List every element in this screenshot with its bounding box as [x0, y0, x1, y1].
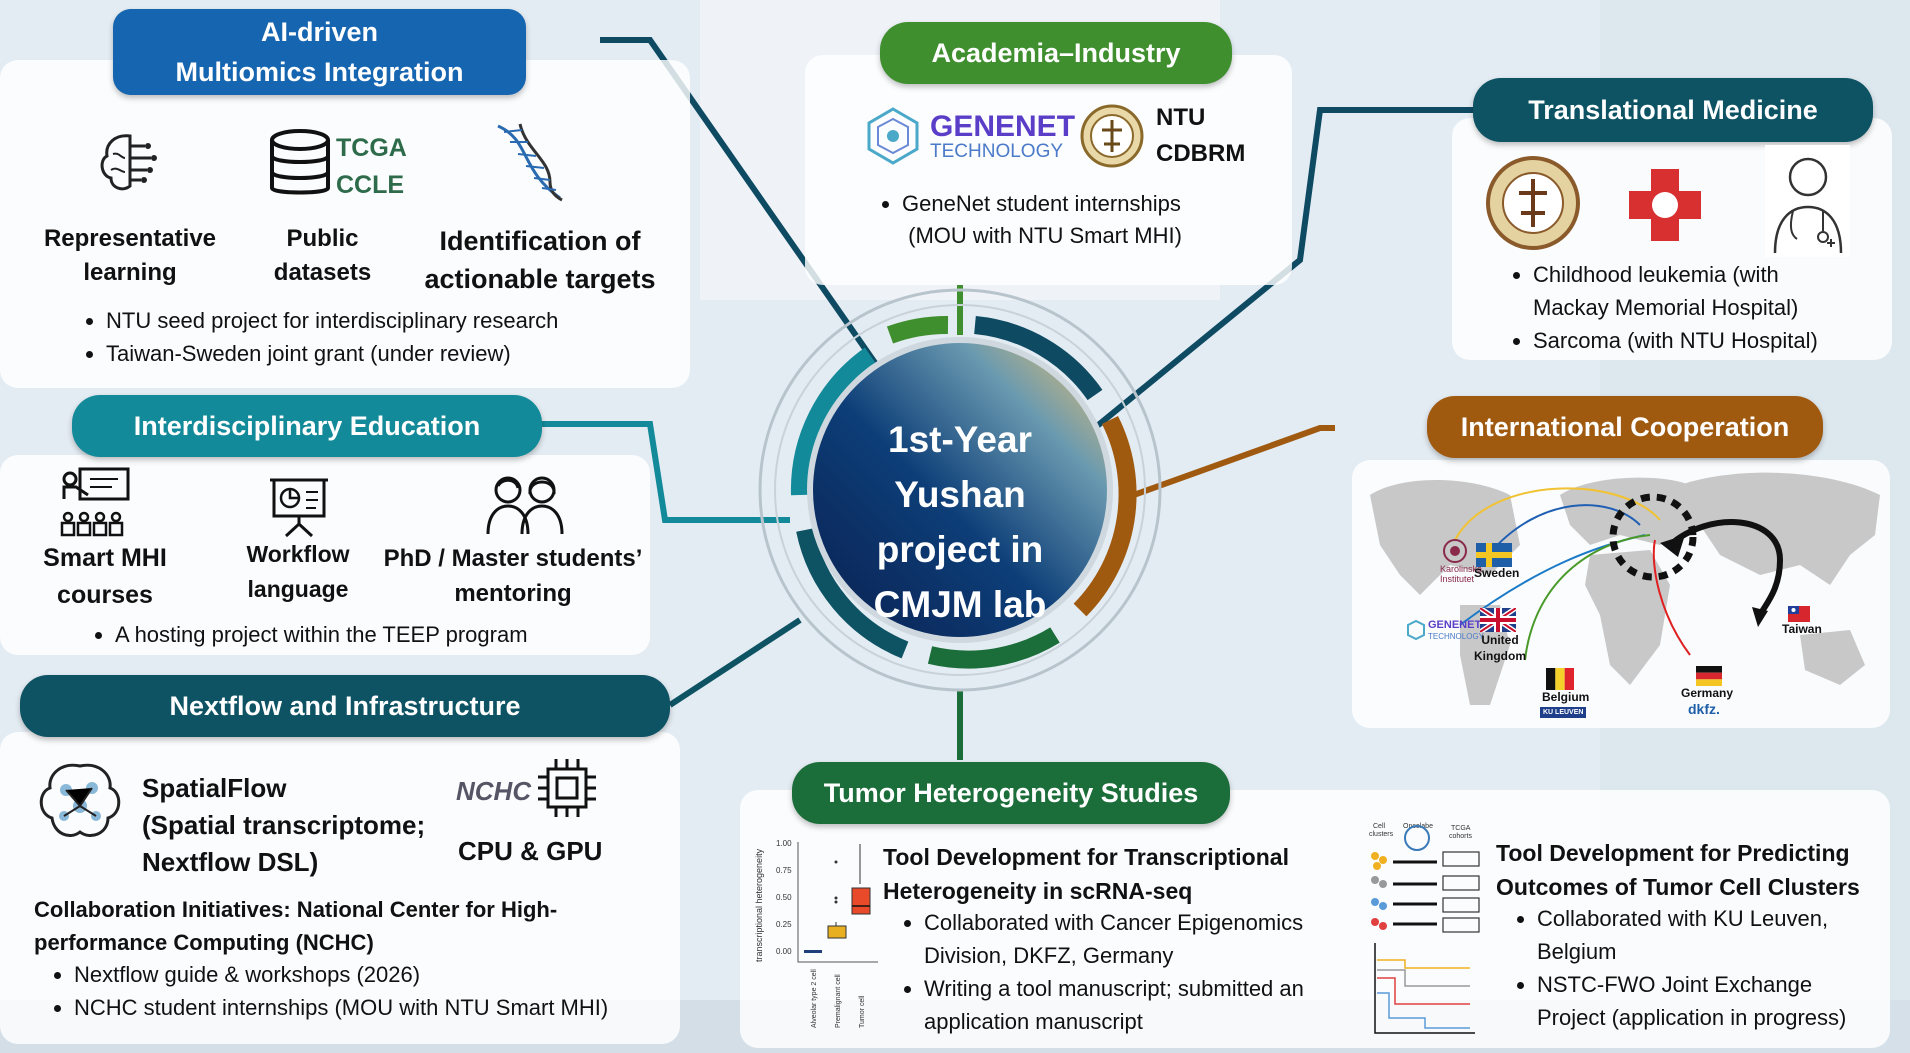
genenet-logo-icon: [867, 107, 919, 165]
svg-text:clusters: clusters: [1369, 831, 1394, 838]
brain-circuit-icon: [100, 134, 157, 191]
taiwan-flag: [1788, 606, 1810, 622]
nextflow-collab: Collaboration Initiatives: National Cent…: [34, 897, 558, 955]
tumor-panel: [740, 790, 1890, 1048]
svg-text:Alveolar type 2 cell: Alveolar type 2 cell: [811, 969, 818, 1028]
outcome-prediction-figure: Cell clusters Oncolabe TCGA cohorts: [1369, 823, 1480, 1034]
boxplot-figure: transcriptional heterogeneity 1.00 0.75 …: [754, 839, 878, 1028]
svg-text:0.25: 0.25: [776, 920, 792, 929]
ntu-seal-icon: [1080, 104, 1144, 168]
ntu-hospital-seal-icon: [1486, 156, 1580, 250]
germany-flag: [1696, 666, 1722, 686]
dkfz-logo: dkfz.: [1688, 701, 1720, 717]
academia-title: Academia–Industry: [880, 22, 1232, 84]
genenet-map-logo-icon: [1407, 620, 1425, 640]
translational-title: Translational Medicine: [1473, 78, 1873, 142]
presentation-chart-icon: [270, 478, 328, 538]
svg-text:Premalignant cell: Premalignant cell: [835, 974, 842, 1028]
academia-bullets: GeneNet student internships (MOU with NT…: [876, 188, 1182, 252]
svg-text:Cell: Cell: [1373, 823, 1386, 830]
nextflow-title: Nextflow and Infrastructure: [20, 675, 670, 737]
svg-text:0.75: 0.75: [776, 866, 792, 875]
nextflow-bullets: Nextflow guide & workshops (2026)NCHC st…: [48, 958, 608, 1024]
education-bullets: A hosting project within the TEEP progra…: [89, 619, 528, 651]
belgium-label: Belgium: [1542, 690, 1590, 704]
svg-text:Tumor cell: Tumor cell: [859, 995, 866, 1028]
karolinska-logo-icon: [1443, 539, 1467, 563]
doctor-icon: [1765, 145, 1850, 257]
svg-text:TCGA: TCGA: [1451, 825, 1471, 832]
nextflow-panel: [0, 732, 680, 1044]
ai-panel: [0, 60, 690, 388]
academia-panel: [805, 55, 1292, 285]
world-map: [1370, 472, 1880, 705]
sweden-flag: [1476, 543, 1512, 567]
international-title: International Cooperation: [1427, 396, 1823, 458]
education-title: Interdisciplinary Education: [72, 395, 542, 457]
belgium-flag: [1546, 668, 1574, 690]
svg-text:cohorts: cohorts: [1449, 833, 1472, 840]
education-item3-label: PhD / Master students’mentoring: [383, 545, 643, 607]
ku-leuven-logo: KU LEUVEN: [1540, 707, 1587, 719]
cpu-chip-icon: [538, 759, 596, 817]
nchc-logo: NCHC: [456, 776, 532, 806]
center-hub: [758, 288, 1162, 692]
genenet-logo-text: GENENET: [930, 110, 1076, 143]
teacher-board-icon: [60, 467, 130, 537]
svg-text:0.50: 0.50: [776, 893, 792, 902]
sweden-label: Sweden: [1474, 566, 1520, 580]
spatialflow-brain-icon: [39, 763, 121, 837]
red-cross-hospital-icon: [1629, 169, 1701, 241]
tumor-tool1-bullets: Collaborated with Cancer EpigenomicsDivi…: [898, 906, 1304, 1038]
germany-label: Germany: [1681, 686, 1734, 700]
mentoring-people-icon: [486, 476, 564, 535]
ai-bullets: NTU seed project for interdisciplinary r…: [80, 304, 558, 370]
taiwan-label: Taiwan: [1782, 622, 1822, 636]
tumor-title: Tumor Heterogeneity Studies: [792, 762, 1230, 824]
dna-icon: [497, 123, 563, 202]
spatialflow-label: SpatialFlow(Spatial transcriptome;Nextfl…: [142, 773, 426, 877]
tumor-tool2-bullets: Collaborated with KU Leuven,Belgium NSTC…: [1511, 902, 1846, 1034]
cpu-gpu-label: CPU & GPU: [458, 836, 603, 866]
uk-flag: [1480, 608, 1516, 632]
genenet-logo-sub: TECHNOLOGY: [930, 141, 1064, 162]
database-icon: [270, 129, 330, 195]
svg-text:1.00: 1.00: [776, 839, 792, 848]
svg-text:0.00: 0.00: [776, 947, 792, 956]
svg-text:transcriptional heterogeneity: transcriptional heterogeneity: [754, 848, 764, 962]
